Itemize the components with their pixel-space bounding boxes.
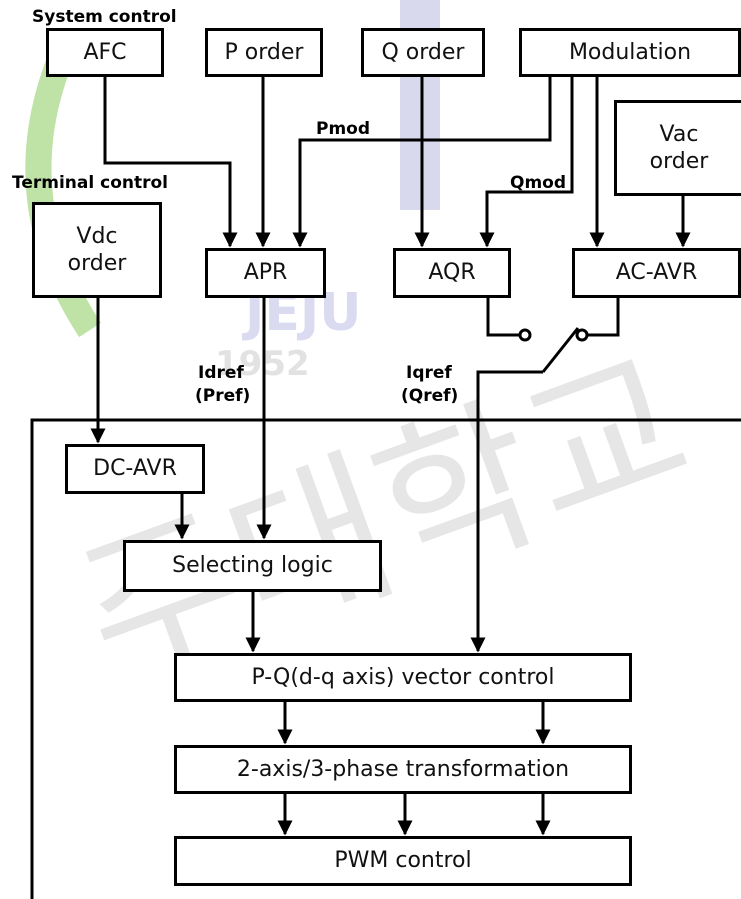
- transformation-block: 2-axis/3-phase transformation: [174, 745, 632, 794]
- vector-control-block-label: P-Q(d-q axis) vector control: [251, 664, 555, 690]
- aqr-block-label: AQR: [428, 260, 476, 286]
- system-control-label: System control: [32, 7, 177, 27]
- idref-label: Idref: [198, 363, 244, 383]
- afc-block: AFC: [46, 28, 164, 77]
- qmod-line: [479, 75, 574, 248]
- selecting-logic-block-label: Selecting logic: [172, 553, 333, 579]
- p-order-block: P order: [205, 28, 323, 77]
- qmod-label: Qmod: [510, 173, 567, 193]
- q-order-block-label: Q order: [381, 39, 465, 65]
- vector-control-block: P-Q(d-q axis) vector control: [174, 653, 632, 702]
- iqref-label: Iqref: [406, 363, 452, 383]
- vac-order-block-label: Vac order: [649, 121, 709, 175]
- qref-label: (Qref): [401, 386, 459, 406]
- switch-contact-left: [518, 328, 532, 342]
- q-order-block: Q order: [361, 28, 485, 77]
- afc-block-label: AFC: [83, 39, 127, 65]
- pmod-line: [292, 75, 552, 248]
- dc-avr-block: DC-AVR: [65, 444, 205, 494]
- modulation-block-label: Modulation: [568, 39, 692, 65]
- aqr-block: AQR: [393, 248, 511, 298]
- pwm-control-block: PWM control: [174, 836, 632, 886]
- vdc-order-block: Vdc order: [32, 202, 162, 298]
- pref-label: (Pref): [195, 386, 251, 406]
- switch-blade: [541, 327, 580, 373]
- iqref-line: [470, 370, 543, 653]
- vac-order-block: Vac order: [614, 100, 741, 196]
- p-order-block-label: P order: [224, 39, 304, 65]
- watermark-year: 1952: [215, 344, 310, 384]
- vdc-order-block-label: Vdc order: [67, 223, 127, 277]
- terminal-region-border: [30, 418, 741, 899]
- terminal-control-label: Terminal control: [12, 173, 168, 193]
- apr-block: APR: [205, 248, 326, 298]
- acavr-to-switch-line: [588, 296, 620, 337]
- apr-block-label: APR: [243, 260, 288, 286]
- ac-avr-block: AC-AVR: [572, 248, 741, 298]
- ac-avr-block-label: AC-AVR: [615, 260, 698, 286]
- pwm-control-block-label: PWM control: [334, 848, 472, 874]
- pmod-label: Pmod: [316, 119, 371, 139]
- dc-avr-block-label: DC-AVR: [93, 456, 177, 482]
- afc-to-apr-line: [103, 75, 238, 248]
- switch-contact-right: [575, 328, 589, 342]
- aqr-to-switch-line: [486, 296, 519, 337]
- modulation-block: Modulation: [519, 28, 741, 77]
- selecting-logic-block: Selecting logic: [123, 540, 382, 592]
- transformation-block-label: 2-axis/3-phase transformation: [236, 756, 570, 782]
